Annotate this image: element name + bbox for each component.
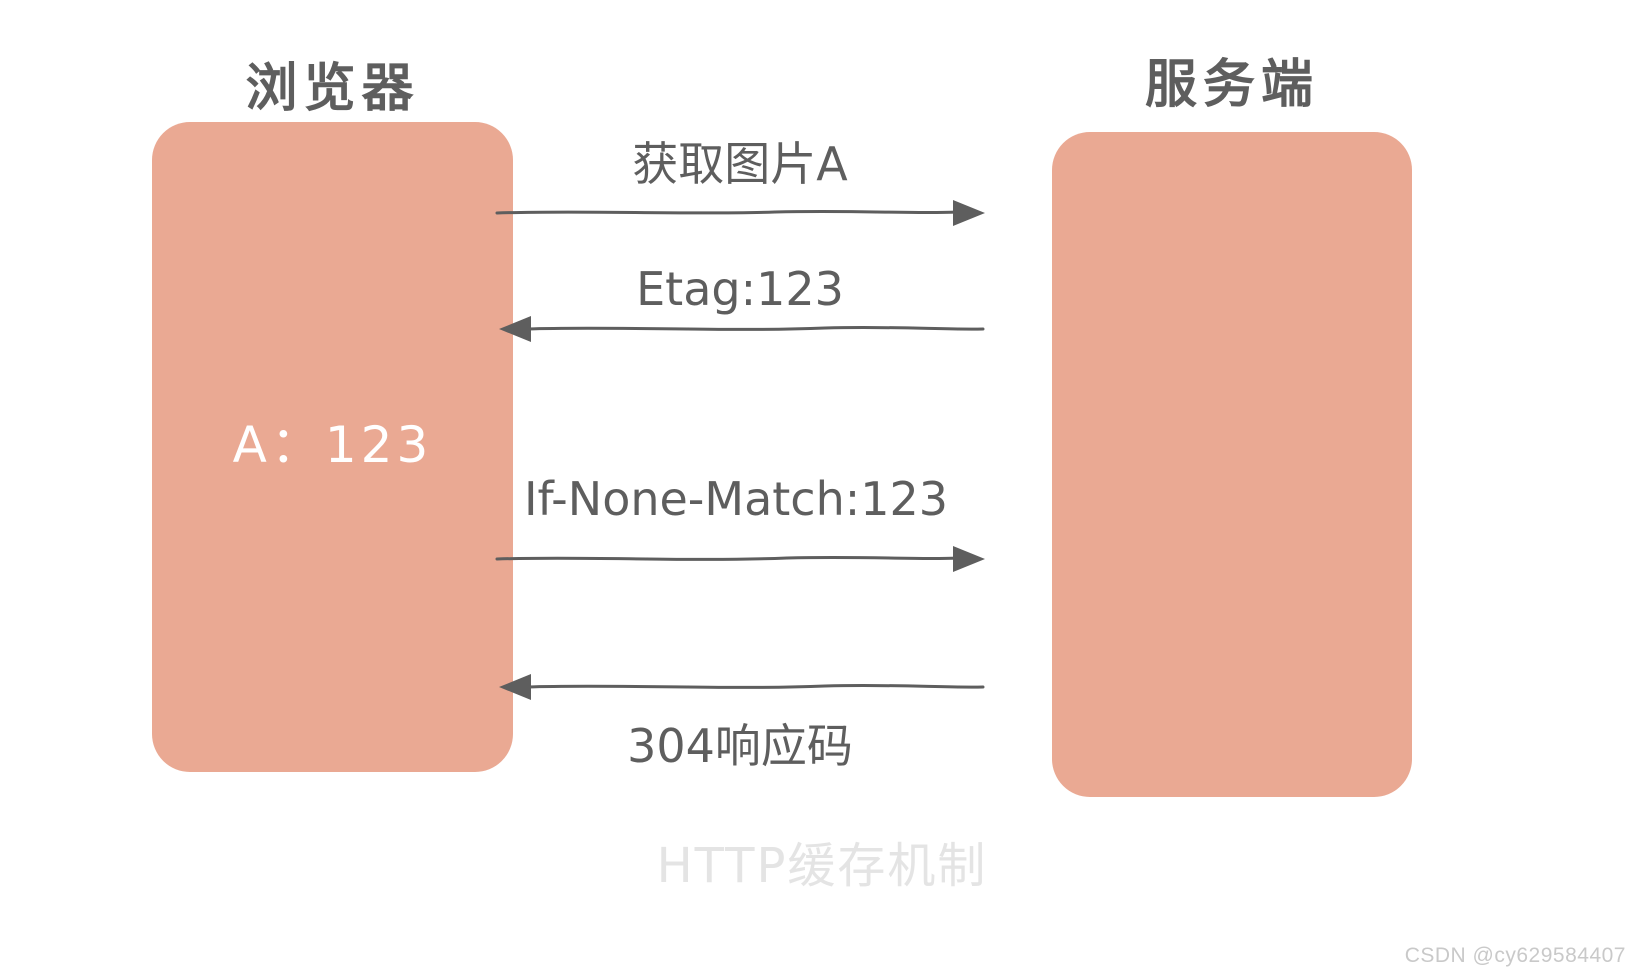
server-actor-label: 服务端	[1144, 55, 1319, 115]
arrow-request-image	[495, 198, 985, 228]
browser-lifeline-box	[152, 122, 513, 772]
browser-actor-label: 浏览器	[245, 59, 420, 119]
browser-cache-value: A：123	[232, 416, 433, 474]
arrow-etag-response	[495, 314, 985, 344]
arrow-if-none-match	[487, 544, 985, 574]
server-lifeline-box	[1052, 132, 1412, 797]
arrow-not-modified	[495, 672, 985, 702]
message-label-etag-response: Etag:123	[636, 262, 844, 316]
figure-caption: HTTP缓存机制	[656, 838, 988, 894]
watermark: CSDN @cy629584407	[1404, 944, 1626, 967]
message-label-if-none-match: If-None-Match:123	[523, 472, 949, 526]
message-label-not-modified: 304响应码	[627, 719, 853, 773]
message-label-request-image: 获取图片A	[632, 137, 848, 191]
